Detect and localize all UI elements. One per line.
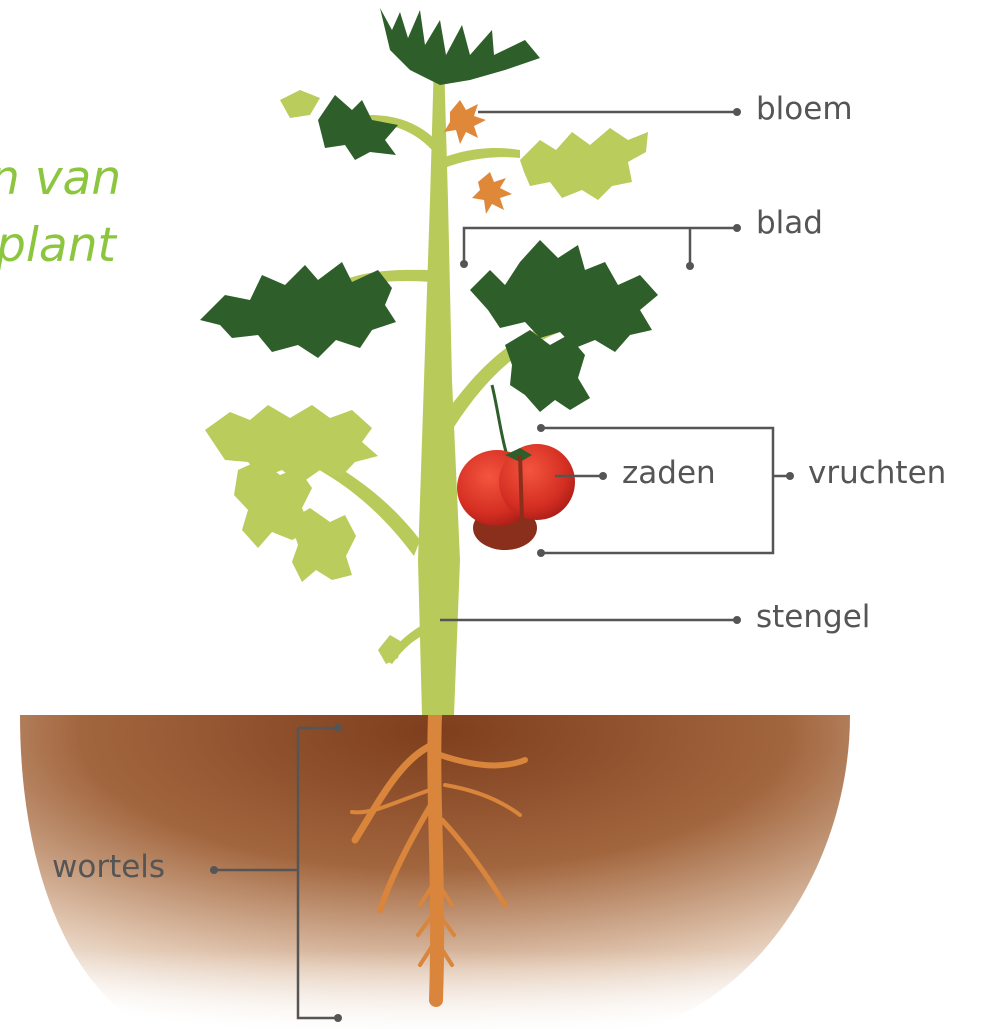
tomato-fruits xyxy=(457,385,575,550)
heading-line-2: plant xyxy=(0,222,116,269)
heading-line-1: n van xyxy=(0,155,121,202)
label-leaf: blad xyxy=(756,208,823,239)
label-stem: stengel xyxy=(756,602,870,633)
label-fruits: vruchten xyxy=(808,458,946,489)
label-flower: bloem xyxy=(756,94,853,125)
label-seeds: zaden xyxy=(622,458,716,489)
label-roots: wortels xyxy=(52,852,165,883)
